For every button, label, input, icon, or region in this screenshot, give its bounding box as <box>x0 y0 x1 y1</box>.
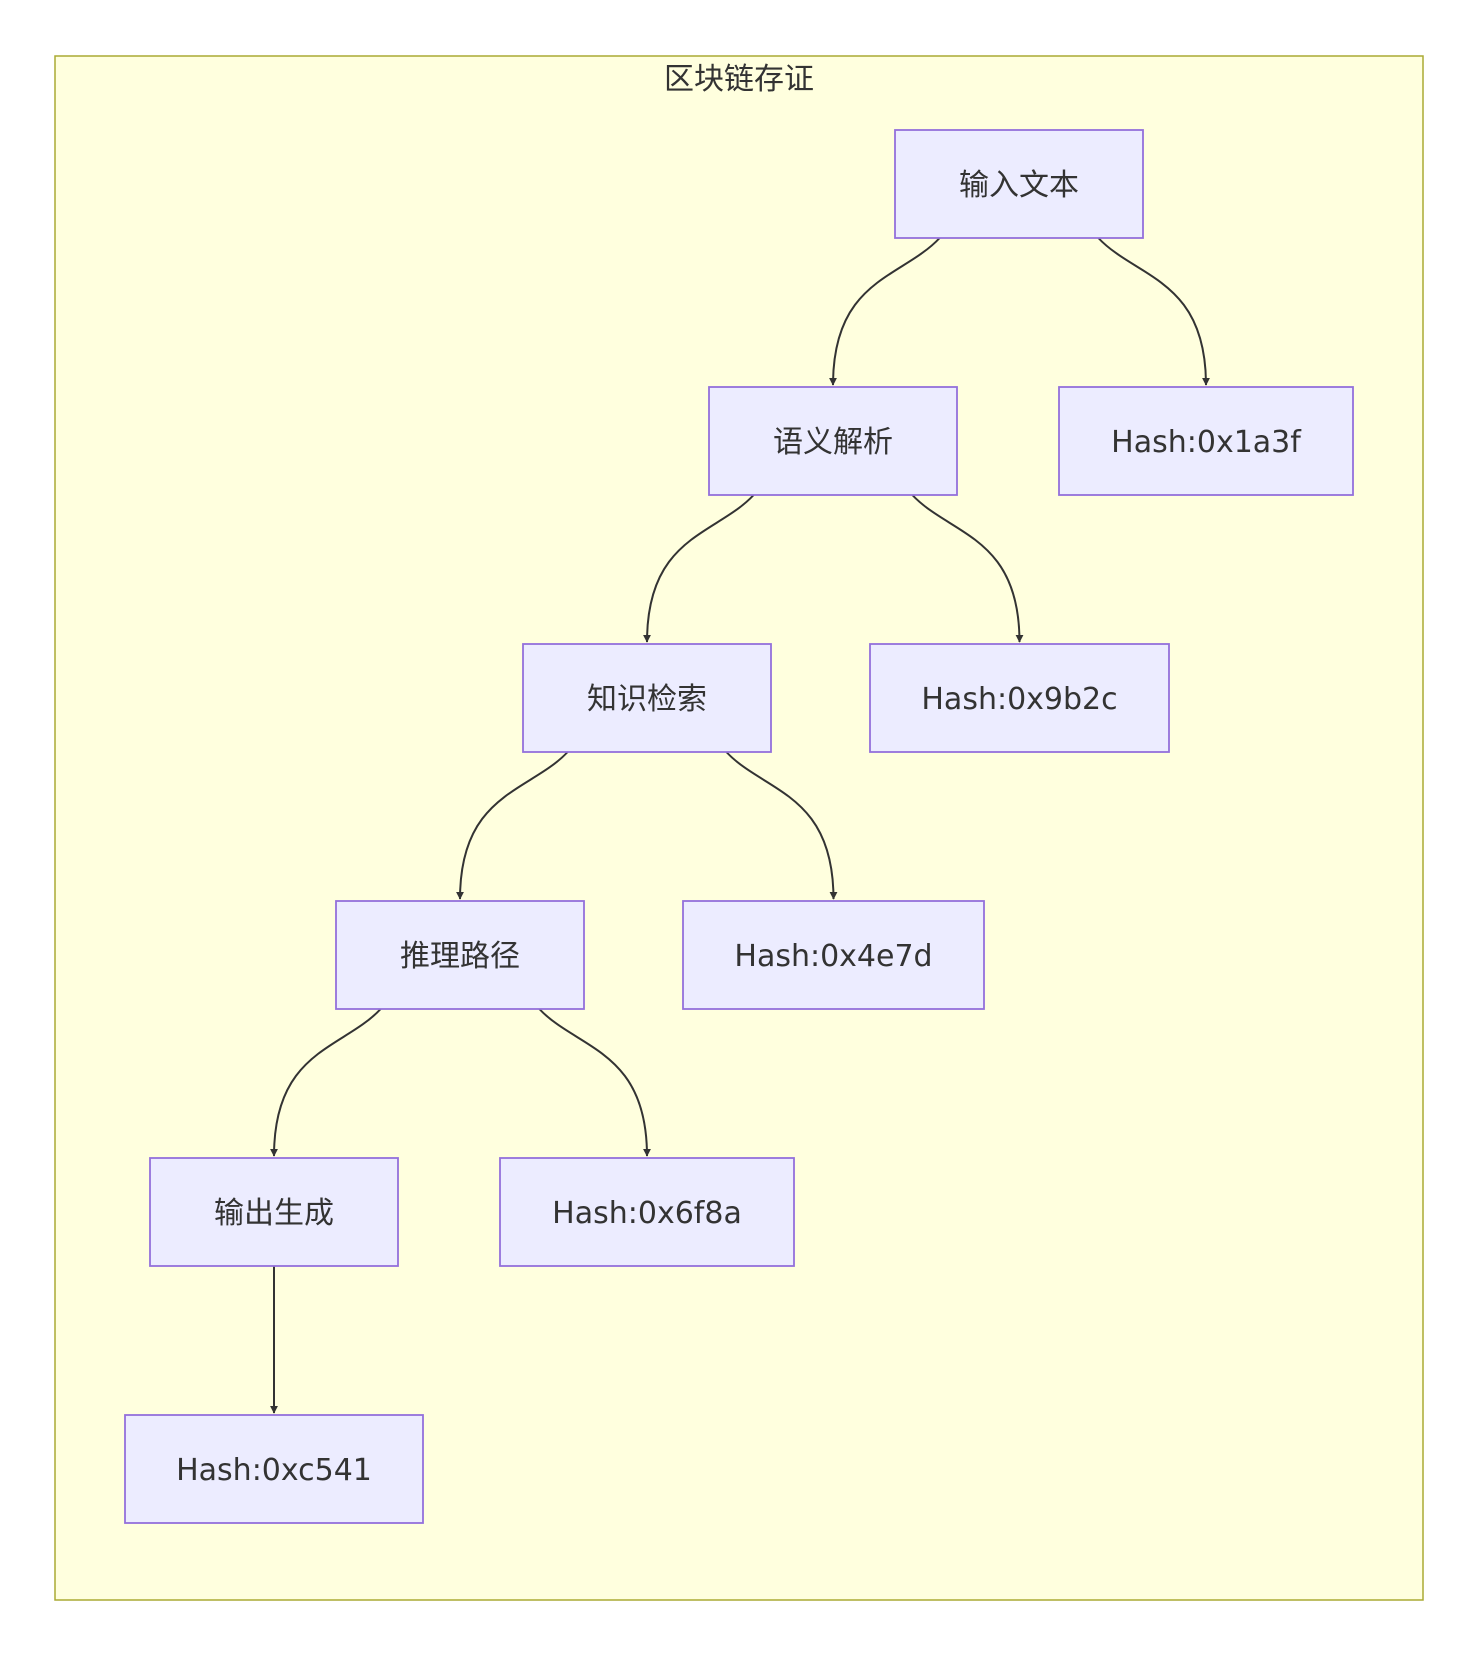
node-hash-4e7d: Hash:0x4e7d <box>682 900 985 1010</box>
node-hash-6f8a: Hash:0x6f8a <box>499 1157 795 1267</box>
edge-b-to-h2 <box>911 494 1024 643</box>
node-hash-c541-label: Hash:0xc541 <box>176 1453 372 1488</box>
blockchain-evidence-cluster: 区块链存证 <box>54 55 1424 1601</box>
node-knowledge-retrieval-box <box>522 643 772 753</box>
node-input-text-box <box>894 129 1144 239</box>
node-hash-4e7d-label: Hash:0x4e7d <box>734 939 932 974</box>
edge-c-to-h3 <box>725 751 838 900</box>
node-hash-1a3f: Hash:0x1a3f <box>1058 386 1354 496</box>
edge-a-to-b <box>829 237 941 386</box>
node-output-generation-box <box>149 1157 399 1267</box>
node-output-generation: 输出生成 <box>149 1157 399 1267</box>
node-hash-1a3f-label: Hash:0x1a3f <box>1111 425 1302 460</box>
node-hash-6f8a-box <box>499 1157 795 1267</box>
node-semantic-parsing-box <box>708 386 958 496</box>
node-hash-c541: Hash:0xc541 <box>124 1414 424 1524</box>
node-output-generation-label: 输出生成 <box>214 1196 334 1231</box>
node-hash-9b2c: Hash:0x9b2c <box>869 643 1170 753</box>
edge-b-to-c <box>643 494 755 643</box>
edges <box>270 237 1210 1414</box>
node-hash-4e7d-box <box>682 900 985 1010</box>
edge-d-to-e <box>270 1008 382 1157</box>
node-hash-9b2c-box <box>869 643 1170 753</box>
edge-a-to-h1 <box>1097 237 1210 386</box>
cluster-frame <box>54 55 1424 1601</box>
edge-c-to-d <box>456 751 569 900</box>
node-hash-c541-box <box>124 1414 424 1524</box>
node-reasoning-path: 推理路径 <box>335 900 585 1010</box>
node-input-text: 输入文本 <box>894 129 1144 239</box>
node-hash-9b2c-label: Hash:0x9b2c <box>921 682 1117 717</box>
cluster-title: 区块链存证 <box>664 62 814 97</box>
node-hash-1a3f-box <box>1058 386 1354 496</box>
node-knowledge-retrieval-label: 知识检索 <box>587 682 707 717</box>
node-hash-6f8a-label: Hash:0x6f8a <box>552 1196 742 1231</box>
node-semantic-parsing: 语义解析 <box>708 386 958 496</box>
node-knowledge-retrieval: 知识检索 <box>522 643 772 753</box>
node-input-text-label: 输入文本 <box>959 168 1079 203</box>
node-reasoning-path-box <box>335 900 585 1010</box>
edge-d-to-h4 <box>538 1008 651 1157</box>
node-reasoning-path-label: 推理路径 <box>400 939 520 974</box>
node-semantic-parsing-label: 语义解析 <box>773 425 893 460</box>
